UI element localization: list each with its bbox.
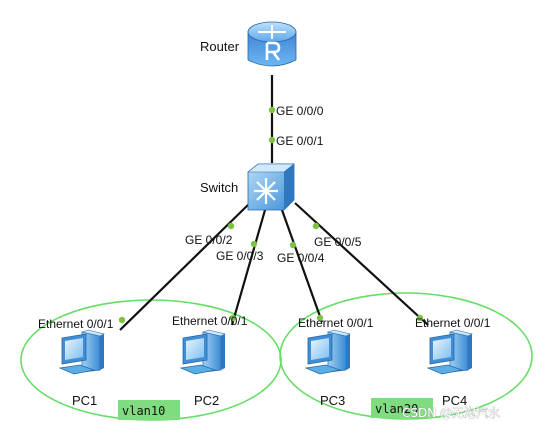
switch-icon[interactable] [247, 163, 295, 211]
pc4-icon[interactable] [427, 329, 473, 375]
pc3-icon[interactable] [305, 329, 351, 375]
vlan10-label: vlan10 [122, 404, 165, 418]
port-dot-pc3 [316, 314, 324, 322]
port-label-ge002: GE 0/0/2 [185, 233, 233, 247]
port-label-ge005: GE 0/0/5 [314, 235, 362, 249]
port-label-pc1-eth: Ethernet 0/0/1 [38, 317, 114, 331]
pc2-label: PC2 [194, 393, 219, 408]
port-label-pc3-eth: Ethernet 0/0/1 [298, 316, 374, 330]
switch-label: Switch [200, 180, 238, 195]
port-label-router-ge000: GE 0/0/0 [276, 104, 324, 118]
port-label-ge004: GE 0/0/4 [277, 251, 325, 265]
pc3-label: PC3 [320, 393, 345, 408]
port-label-pc2-eth: Ethernet 0/0/1 [172, 314, 248, 328]
vlan20-ellipse [279, 292, 533, 420]
pc1-icon[interactable] [59, 329, 105, 375]
vlan20-label-bg [371, 398, 433, 418]
port-dot-switch-uplink [268, 136, 276, 144]
port-label-pc4-eth: Ethernet 0/0/1 [415, 316, 491, 330]
port-dot-router [268, 106, 276, 114]
port-label-ge003: GE 0/0/3 [216, 249, 264, 263]
router-icon[interactable] [247, 21, 297, 67]
port-label-switch-ge001: GE 0/0/1 [276, 134, 324, 148]
link-switch-pc1 [119, 202, 251, 331]
port-dot-ge005 [312, 222, 320, 230]
port-dot-ge004 [289, 241, 297, 249]
pc4-label: PC4 [442, 393, 467, 408]
port-dot-ge003 [250, 240, 258, 248]
watermark-text: CSDN @无泡汽水 [402, 405, 500, 420]
port-dot-pc4 [416, 314, 424, 322]
link-switch-pc2 [230, 209, 267, 326]
port-dot-pc1 [118, 316, 126, 324]
port-dots [118, 106, 424, 324]
vlan20-label: vlan20 [375, 402, 418, 416]
vlan10-label-bg [118, 400, 180, 420]
router-label: Router [200, 39, 240, 54]
link-switch-pc3 [280, 209, 324, 323]
port-dot-pc2 [229, 314, 237, 322]
pc1-label: PC1 [72, 393, 97, 408]
port-dot-ge002 [227, 222, 235, 230]
pc2-icon[interactable] [180, 329, 226, 375]
